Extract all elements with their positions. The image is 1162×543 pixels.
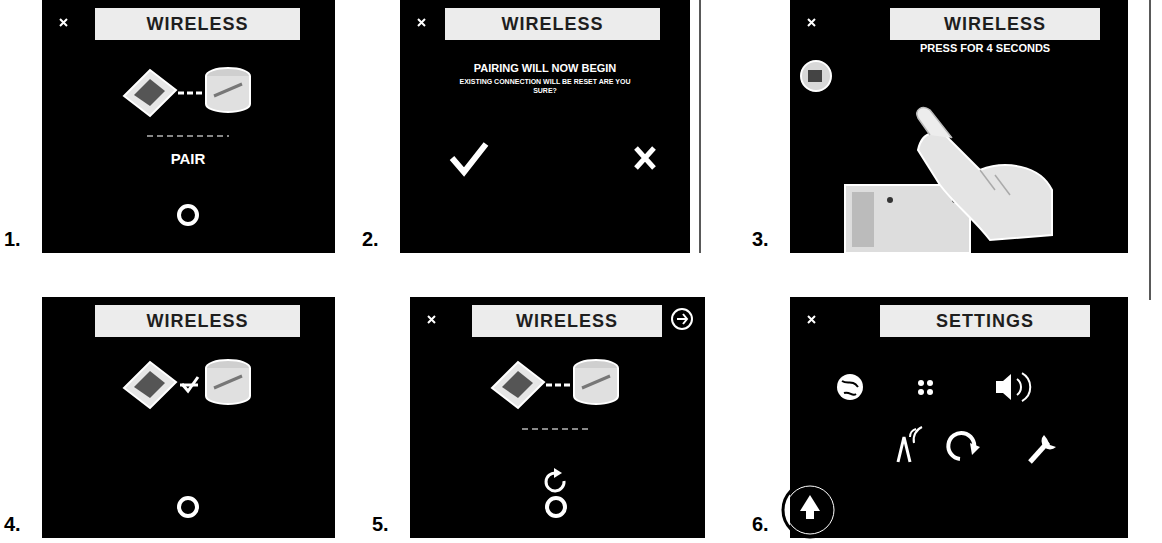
- device-screen: WIRELESS1.PAIR: [42, 0, 335, 253]
- screen-number: 3.: [752, 227, 786, 252]
- screen-number: 2.: [362, 227, 396, 252]
- device-screen: WIRELESS2.PAIRING WILL NOW BEGINEXISTING…: [400, 0, 690, 253]
- text-slot: 2.: [362, 227, 396, 252]
- screen-title: WIRELESS: [146, 14, 248, 35]
- screen-message: EXISTING CONNECTION WILL BE RESET ARE YO…: [455, 78, 635, 96]
- text-slot: 5.: [372, 512, 406, 537]
- screen-title: WIRELESS: [501, 14, 603, 35]
- device-screen: WIRELESS3.PRESS FOR 4 SECONDS: [790, 0, 1128, 253]
- screen-two-art: [400, 0, 690, 253]
- screen-number: 4.: [4, 512, 38, 537]
- title-bar: WIRELESS: [890, 8, 1100, 40]
- screen-one-art: [42, 0, 335, 253]
- text-slot: PAIR: [88, 150, 288, 169]
- screen-title: SETTINGS: [936, 311, 1034, 332]
- screen-message: PAIRING WILL NOW BEGIN: [420, 62, 670, 76]
- screen-number: 1.: [4, 227, 38, 252]
- text-slot: 6.: [752, 512, 786, 537]
- screen-title: WIRELESS: [516, 311, 618, 332]
- screen-title: WIRELESS: [146, 311, 248, 332]
- screen-number: 5.: [372, 512, 406, 537]
- title-bar: WIRELESS: [445, 8, 660, 40]
- text-slot: 1.: [4, 227, 38, 252]
- title-bar: WIRELESS: [472, 305, 662, 337]
- text-slot: 3.: [752, 227, 786, 252]
- title-bar: SETTINGS: [880, 305, 1090, 337]
- text-slot: 4.: [4, 512, 38, 537]
- text-slot: EXISTING CONNECTION WILL BE RESET ARE YO…: [455, 78, 635, 96]
- device-screen: WIRELESS4.: [42, 297, 335, 538]
- title-bar: WIRELESS: [95, 305, 300, 337]
- screen-title: WIRELESS: [944, 14, 1046, 35]
- screen-three-art: [790, 0, 1128, 253]
- screen-number: 6.: [752, 512, 786, 537]
- device-screen: WIRELESS5.: [410, 297, 705, 538]
- text-slot: PAIRING WILL NOW BEGIN: [420, 62, 670, 76]
- screen-five-art: [410, 297, 705, 538]
- title-bar: WIRELESS: [95, 8, 300, 40]
- device-screen: SETTINGS6.: [790, 297, 1128, 538]
- screen-message: PAIR: [88, 150, 288, 169]
- screen-four-art: [42, 297, 335, 538]
- text-slot: PRESS FOR 4 SECONDS: [920, 42, 1120, 56]
- screen-message: PRESS FOR 4 SECONDS: [920, 42, 1120, 56]
- screen-six-art: [790, 297, 1128, 538]
